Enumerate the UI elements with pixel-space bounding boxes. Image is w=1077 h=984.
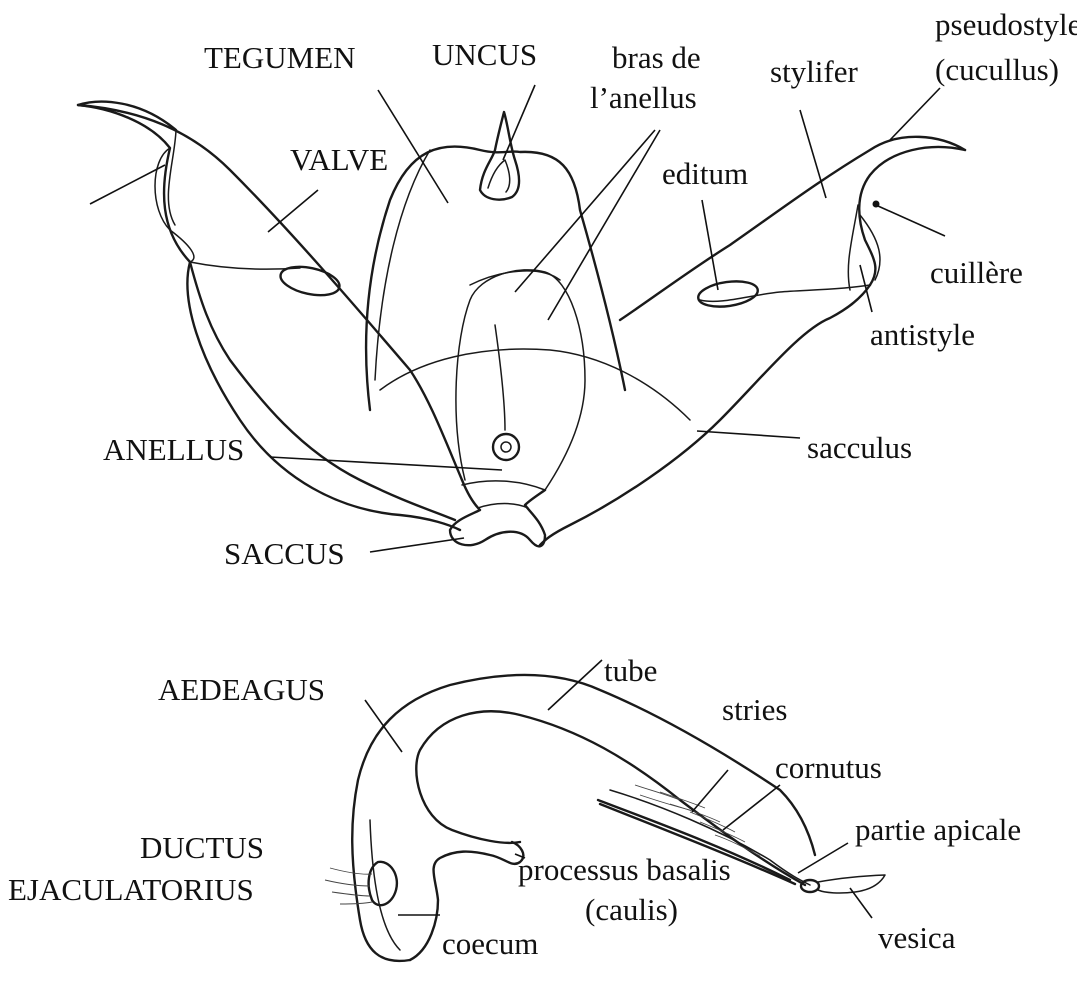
tegumen-outline — [366, 147, 625, 410]
label-ductus-2: EJACULATORIUS — [8, 872, 254, 907]
label-tube: tube — [604, 653, 657, 688]
label-vesica: vesica — [878, 920, 956, 955]
label-uncus: UNCUS — [432, 37, 537, 72]
uncus-outline — [480, 112, 519, 200]
left-valve-upper-edge — [78, 105, 462, 480]
label-cuillere: cuillère — [930, 255, 1023, 290]
label-stylifer: stylifer — [770, 54, 858, 89]
label-ductus-1: DUCTUS — [140, 830, 264, 865]
left-sacculus-outline — [187, 262, 460, 530]
label-tegumen: TEGUMEN — [204, 40, 356, 75]
label-saccus: SACCUS — [224, 536, 345, 571]
right-editum — [697, 278, 760, 310]
label-stries: stries — [722, 692, 787, 727]
saccus-outline — [450, 480, 545, 546]
ductus-stub — [369, 862, 397, 905]
label-aedeagus: AEDEAGUS — [158, 672, 325, 707]
anellus-arms — [456, 270, 585, 490]
label-partie-apicale: partie apicale — [855, 812, 1021, 847]
armature-drawing — [78, 102, 965, 547]
label-bras-2: l’anellus — [590, 80, 697, 115]
label-editum: editum — [662, 156, 748, 191]
label-anellus: ANELLUS — [103, 432, 244, 467]
label-sacculus: sacculus — [807, 430, 912, 465]
right-sacculus-outline — [540, 285, 870, 545]
label-valve: VALVE — [290, 142, 388, 177]
label-pseudostyle-1: pseudostyle — [935, 7, 1077, 42]
label-bras-1: bras de — [612, 40, 701, 75]
label-pseudostyle-2: (cucullus) — [935, 52, 1059, 87]
label-processus-2: (caulis) — [585, 892, 678, 927]
label-antistyle: antistyle — [870, 317, 975, 352]
apical-tip — [801, 880, 819, 892]
label-coecum: coecum — [442, 926, 538, 961]
label-cornutus: cornutus — [775, 750, 882, 785]
label-processus-1: processus basalis — [518, 852, 731, 887]
anellus-ring — [493, 434, 519, 460]
